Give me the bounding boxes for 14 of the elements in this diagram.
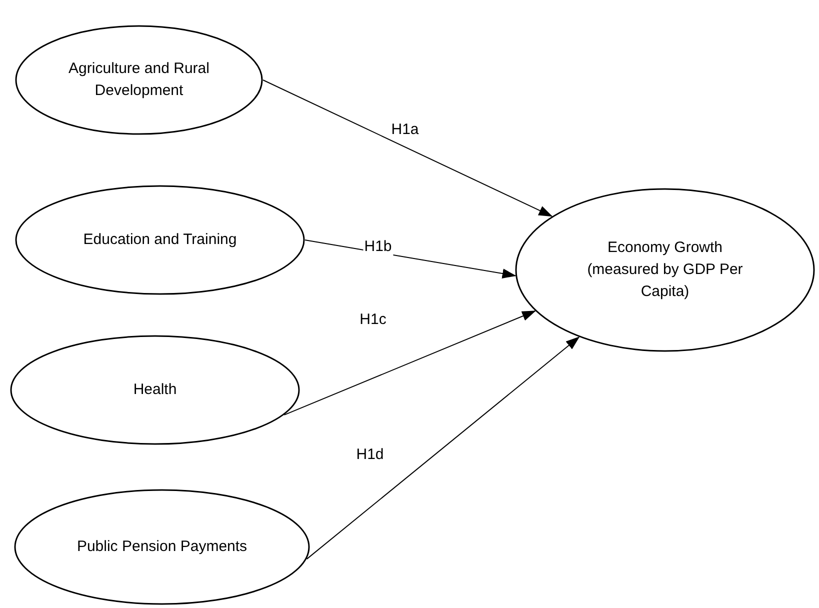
node-label: Agriculture and Rural Development — [68, 59, 210, 101]
node-label: Economy Growth (measured by GDP Per Capita) — [586, 238, 744, 302]
node-label: Public Pension Payments — [76, 537, 248, 558]
ellipse-node — [15, 25, 263, 135]
arrow — [306, 336, 580, 560]
ellipse-node — [14, 489, 310, 605]
ellipse-node — [10, 335, 300, 445]
arrow — [262, 80, 553, 217]
arrow — [284, 310, 536, 416]
node-label: Education and Training — [83, 230, 237, 250]
node-label: Health — [133, 380, 177, 400]
ellipse-node — [515, 188, 815, 352]
edge-label: H1b — [363, 238, 393, 256]
ellipse-node — [15, 185, 305, 295]
